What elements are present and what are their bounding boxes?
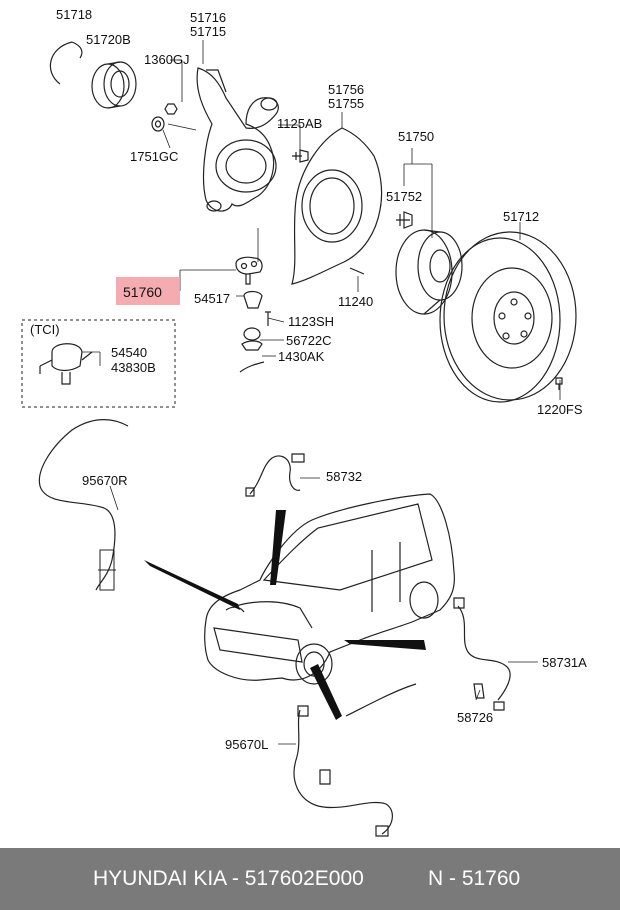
wheel-hub	[395, 211, 463, 315]
label-1430ak: 1430AK	[278, 349, 325, 364]
footer-brand-part-number: HYUNDAI KIA - 517602E000	[93, 867, 364, 890]
wire-95670r	[38, 419, 129, 591]
label-51712: 51712	[503, 209, 540, 224]
label-51715: 51715	[190, 24, 227, 39]
drawing-layer	[21, 40, 577, 837]
callout-wedges	[144, 510, 426, 720]
label-56722c: 56722C	[286, 333, 332, 348]
highlight-51760	[116, 277, 180, 305]
label-43830b: 43830B	[111, 360, 156, 375]
label-51755: 51755	[328, 96, 365, 111]
speed-sensor	[235, 256, 271, 373]
label-95670r: 95670R	[82, 473, 128, 488]
label-51752: 51752	[386, 189, 423, 204]
label-51760: 51760	[123, 284, 162, 300]
label-51718: 51718	[56, 7, 93, 22]
label-1360gj: 1360GJ	[144, 52, 190, 67]
label-1123sh: 1123SH	[288, 314, 335, 329]
vehicle-illustration	[204, 493, 455, 685]
label-1125ab: 1125AB	[277, 116, 323, 131]
nut-washer	[151, 103, 178, 132]
snap-ring	[49, 41, 83, 85]
label-58731a: 58731A	[542, 655, 587, 670]
clip-58726	[473, 683, 485, 699]
label-54517: 54517	[194, 291, 231, 306]
label-95670l: 95670L	[225, 737, 269, 752]
label-51720b: 51720B	[86, 32, 131, 47]
label-51716: 51716	[190, 10, 227, 25]
label-1220fs: 1220FS	[537, 402, 583, 417]
hose-58732	[249, 455, 301, 495]
label-51756: 51756	[328, 82, 365, 97]
wheel-bearing	[91, 61, 137, 109]
tci-sensor	[39, 343, 93, 385]
brake-disc	[439, 231, 577, 403]
label-11240: 11240	[338, 294, 374, 309]
footer-bar: HYUNDAI KIA - 517602E000 N - 51760	[0, 848, 620, 910]
label-1751gc: 1751GC	[130, 149, 179, 164]
wire-95670l	[293, 709, 393, 835]
steering-knuckle	[196, 67, 279, 212]
hose-58731a	[457, 605, 511, 701]
footer-item-number: N - 51760	[428, 867, 521, 890]
dust-shield	[291, 127, 383, 285]
label-54540: 54540	[111, 345, 148, 360]
bolt-1125ab	[292, 149, 309, 163]
label-tci: (TCI)	[30, 322, 60, 337]
label-51750: 51750	[398, 129, 435, 144]
label-58726: 58726	[457, 710, 494, 725]
label-58732: 58732	[326, 469, 363, 484]
